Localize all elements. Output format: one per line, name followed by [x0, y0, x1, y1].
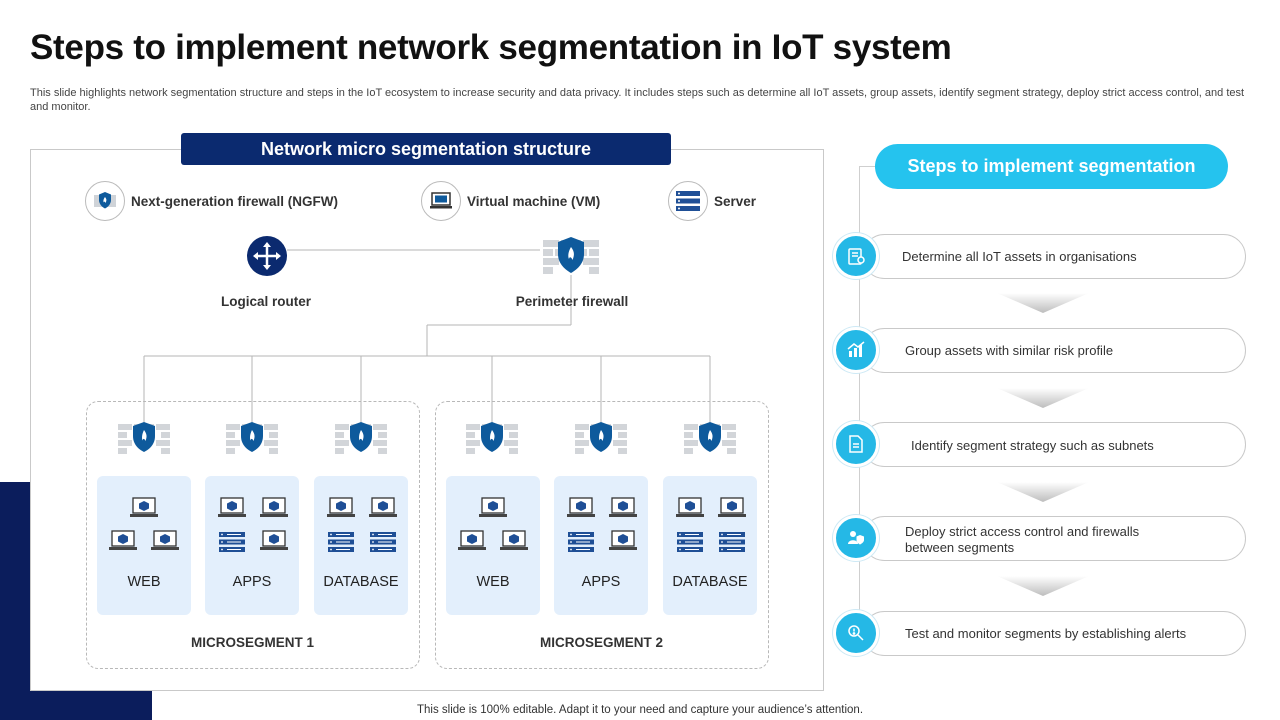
legend-item-ngfw: Next-generation firewall (NGFW) — [85, 181, 338, 221]
server-icon — [219, 531, 245, 558]
logical-router-icon — [247, 236, 287, 276]
tier-label: APPS — [232, 574, 272, 590]
tier-firewall-icon — [684, 421, 736, 457]
server-icon — [719, 531, 745, 558]
step-4-label: Deploy strict access control and firewal… — [905, 524, 1140, 555]
virtual-machine-icon — [718, 497, 746, 524]
tier-firewall-icon — [466, 421, 518, 457]
microsegment-2 — [435, 401, 769, 669]
server-icon — [328, 531, 354, 558]
step-arrow-2 — [997, 388, 1089, 408]
step-arrow-4 — [997, 576, 1089, 596]
logical-router-label: Logical router — [220, 294, 311, 309]
microsegment-2-label: MICROSEGMENT 2 — [539, 635, 663, 650]
steps-connector — [859, 166, 860, 656]
tier-label: APPS — [581, 574, 621, 590]
ngfw-icon — [85, 181, 125, 221]
virtual-machine-icon — [369, 497, 397, 524]
virtual-machine-icon — [260, 530, 288, 557]
microsegment-1-label: MICROSEGMENT 1 — [190, 635, 314, 650]
server-icon — [568, 531, 594, 558]
virtual-machine-icon — [609, 497, 637, 524]
steps-connector-hook — [859, 166, 876, 167]
legend-label: Server — [714, 193, 757, 209]
step-1-card: Determine all IoT assets in organisation… — [862, 234, 1246, 279]
virtual-machine-icon — [109, 530, 137, 557]
virtual-machine-icon — [218, 497, 246, 524]
access-control-icon — [833, 515, 879, 561]
virtual-machine-icon — [260, 497, 288, 524]
virtual-machine-icon — [479, 497, 507, 524]
steps-title: Steps to implement segmentation — [875, 144, 1228, 189]
strategy-document-icon — [833, 421, 879, 467]
server-icon — [370, 531, 396, 558]
legend-item-server: Server — [668, 181, 756, 221]
virtual-machine-icon — [567, 497, 595, 524]
tier-label: DATABASE — [672, 574, 748, 590]
asset-inventory-icon — [833, 233, 879, 279]
monitor-alert-icon — [833, 610, 879, 656]
tier-label: DATABASE — [323, 574, 399, 590]
structure-title: Network micro segmentation structure — [181, 133, 671, 165]
virtual-machine-icon — [458, 530, 486, 557]
perimeter-firewall-label: Perimeter firewall — [515, 294, 629, 309]
legend-item-vm: Virtual machine (VM) — [421, 181, 600, 221]
step-5-card: Test and monitor segments by establishin… — [862, 611, 1246, 656]
legend-label: Next-generation firewall (NGFW) — [131, 193, 339, 209]
tier-firewall-icon — [118, 421, 170, 457]
network-connectors — [143, 249, 711, 424]
virtual-machine-icon — [421, 181, 461, 221]
step-4-card: Deploy strict access control and firewal… — [862, 516, 1246, 561]
tier-firewall-icon — [226, 421, 278, 457]
server-icon — [677, 531, 703, 558]
step-arrow-3 — [997, 482, 1089, 502]
page-title: Steps to implement network segmentation … — [30, 28, 952, 67]
virtual-machine-icon — [676, 497, 704, 524]
virtual-machine-icon — [500, 530, 528, 557]
tier-firewall-icon — [335, 421, 387, 457]
virtual-machine-icon — [130, 497, 158, 524]
step-2-card: Group assets with similar risk profile — [862, 328, 1246, 373]
legend-label: Virtual machine (VM) — [467, 193, 601, 209]
footer-note: This slide is 100% editable. Adapt it to… — [416, 704, 864, 716]
page-subtitle: This slide highlights network segmentati… — [30, 87, 1245, 113]
risk-chart-icon — [833, 327, 879, 373]
step-5-label: Test and monitor segments by establishin… — [905, 626, 1187, 641]
step-1-label: Determine all IoT assets in organisation… — [902, 249, 1137, 264]
step-3-label: Identify segment strategy such as subnet… — [911, 438, 1154, 453]
step-3-card: Identify segment strategy such as subnet… — [862, 422, 1246, 467]
virtual-machine-icon — [327, 497, 355, 524]
microsegment-1 — [86, 401, 420, 669]
tier-label: WEB — [127, 574, 161, 590]
virtual-machine-icon — [609, 530, 637, 557]
perimeter-firewall-icon — [542, 236, 600, 276]
virtual-machine-icon — [151, 530, 179, 557]
tier-firewall-icon — [575, 421, 627, 457]
tier-label: WEB — [476, 574, 510, 590]
step-arrow-1 — [997, 293, 1089, 313]
step-2-label: Group assets with similar risk profile — [905, 343, 1114, 358]
server-icon — [668, 181, 708, 221]
